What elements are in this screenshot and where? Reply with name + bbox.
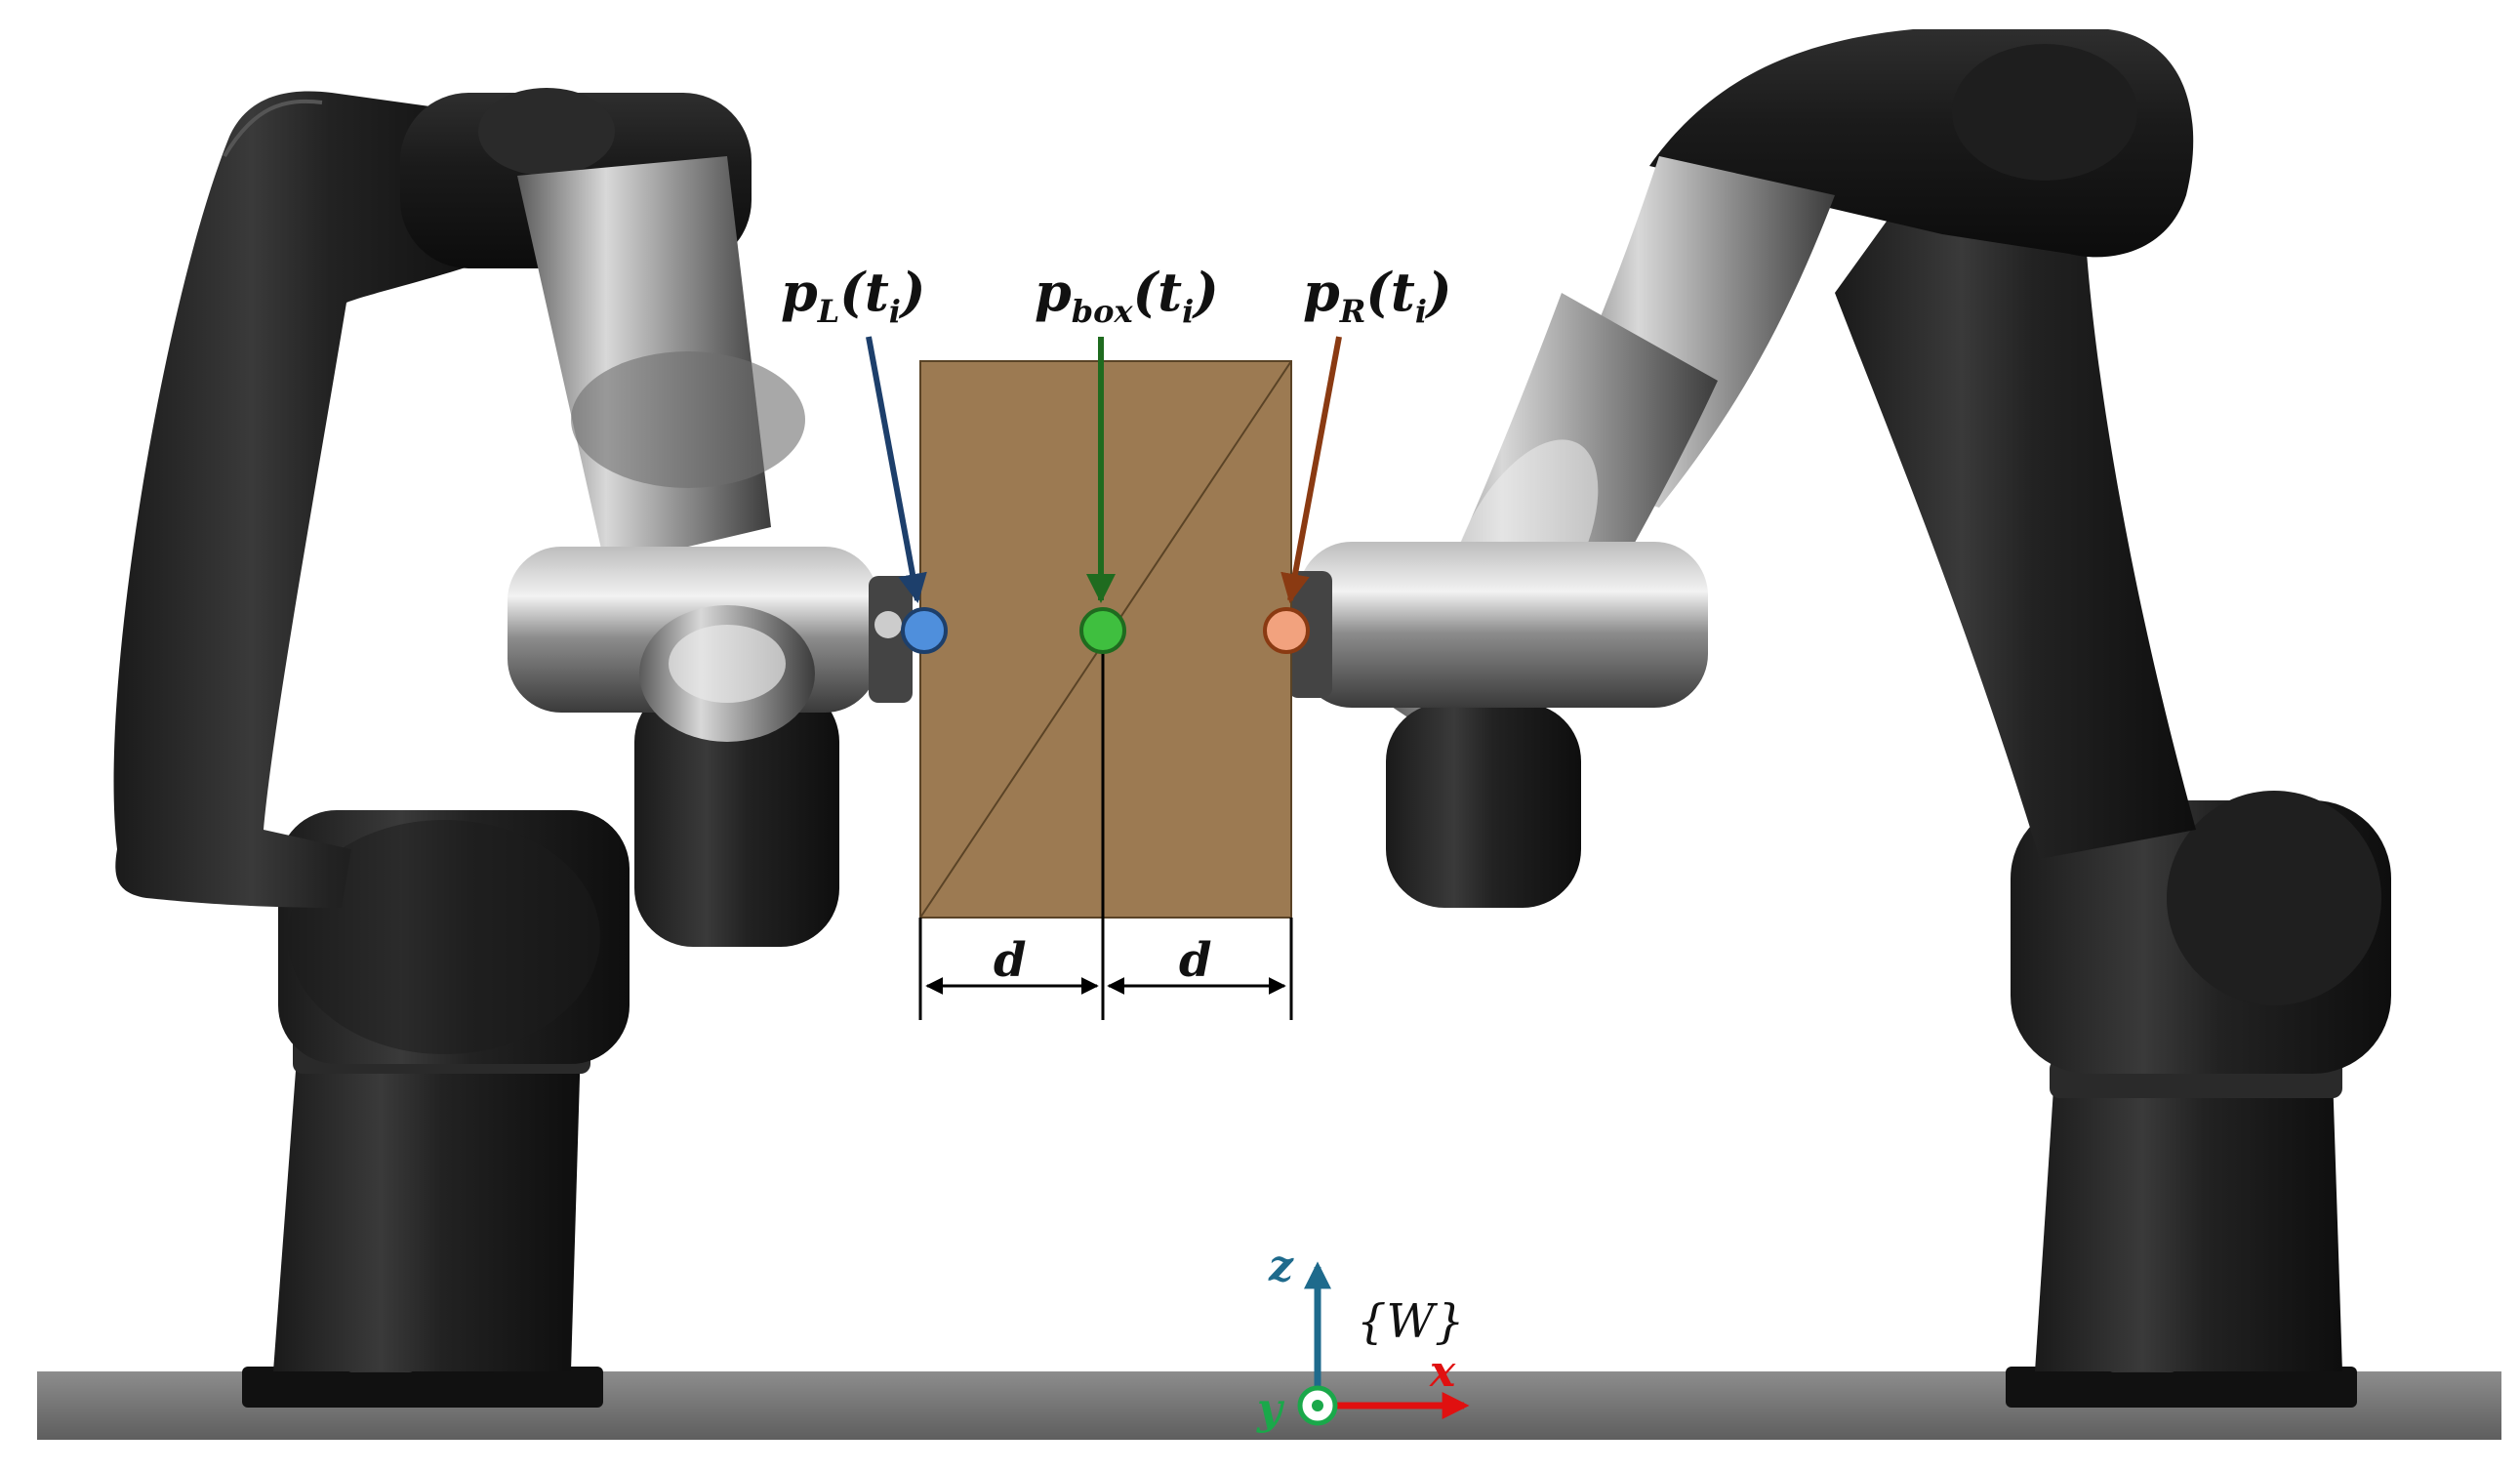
frame-label: {W}: [1357, 1294, 1464, 1349]
dim-label-left: d: [994, 933, 1027, 988]
robot-arm-icon: [1288, 29, 2391, 1408]
leader-arrows: [866, 336, 1342, 603]
world-frame: z x y {W}: [1256, 1242, 1470, 1434]
label-p-left: pL(ti): [781, 261, 925, 330]
label-p-box: pbox(ti): [1035, 261, 1219, 330]
axis-y-label: y: [1256, 1384, 1285, 1434]
point-left: [901, 607, 948, 654]
robot-arm-icon: [113, 88, 913, 1408]
right-robot: [1288, 29, 2391, 1408]
dim-label-right: d: [1179, 933, 1212, 988]
point-box: [1079, 607, 1126, 654]
dimension-annotations: d d: [918, 918, 1293, 1020]
axis-y-dot: [1312, 1400, 1323, 1411]
point-right: [1263, 607, 1310, 654]
label-p-right: pR(ti): [1303, 261, 1452, 330]
arrow-left: [866, 336, 927, 603]
left-robot: [113, 88, 913, 1408]
box: [919, 360, 1292, 1020]
axis-z-label: z: [1268, 1242, 1294, 1291]
arrow-right: [1280, 336, 1342, 603]
axis-x-label: x: [1429, 1347, 1456, 1397]
